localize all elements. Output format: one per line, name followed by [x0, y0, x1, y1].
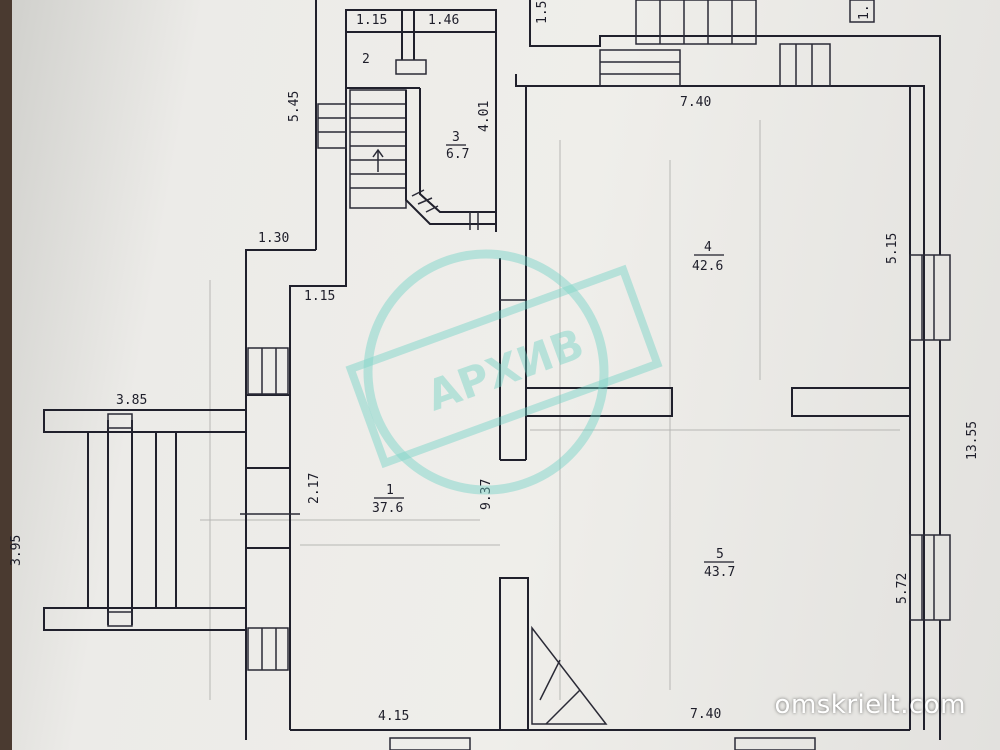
dim-1-5-cut: 1.5 — [535, 1, 550, 24]
room-3-number: 3 — [452, 130, 460, 145]
dim-2-17: 2.17 — [307, 473, 322, 504]
dim-1-15-mid: 1.15 — [304, 289, 335, 304]
archive-stamp-watermark: АРХИВ — [345, 249, 663, 495]
room-1-walls — [240, 249, 347, 740]
dim-13-55: 13.55 — [965, 421, 980, 460]
dim-9-37: 9.37 — [479, 479, 494, 510]
dim-3-85: 3.85 — [116, 393, 147, 408]
background-grid-lines — [200, 120, 900, 700]
room-1-area: 37.6 — [372, 501, 403, 516]
neighbour-stair-top — [529, 0, 941, 210]
paper-edge — [0, 0, 12, 750]
dim-7-40-bottom: 7.40 — [690, 707, 721, 722]
dim-3-95: 3.95 — [9, 535, 24, 566]
dim-1-15-top: 1.15 — [356, 13, 387, 28]
room-5-number: 5 — [716, 547, 724, 562]
site-watermark-url: omskrielt.com — [774, 690, 966, 720]
stair-block — [315, 0, 497, 280]
dim-1-46: 1.46 — [428, 13, 459, 28]
room-4-area: 42.6 — [692, 259, 723, 274]
room-4-number: 4 — [704, 240, 712, 255]
room-3-area: 6.7 — [446, 147, 469, 162]
room-5-area: 43.7 — [704, 565, 735, 580]
room-labels: 2 3 6.7 4 42.6 1 37.6 5 43.7 — [362, 52, 735, 580]
room-2-number: 2 — [362, 52, 370, 67]
porch — [43, 409, 247, 631]
dim-1-cut: 1. — [857, 4, 872, 20]
dim-4-01: 4.01 — [477, 101, 492, 132]
dim-5-72: 5.72 — [895, 573, 910, 604]
dim-7-40-top: 7.40 — [680, 95, 711, 110]
dim-1-30: 1.30 — [258, 231, 289, 246]
dimension-labels: 1.15 1.46 5.45 4.01 7.40 1.30 5.15 1.15 … — [9, 1, 980, 724]
main-walls — [290, 36, 951, 750]
dim-5-45: 5.45 — [287, 91, 302, 122]
dim-4-15: 4.15 — [378, 709, 409, 724]
room-1-number: 1 — [386, 483, 394, 498]
dim-5-15: 5.15 — [885, 233, 900, 264]
